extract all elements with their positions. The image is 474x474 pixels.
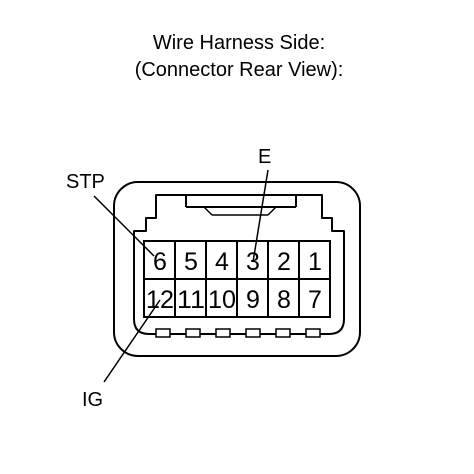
terminal-slot xyxy=(275,328,291,338)
pin-label: 8 xyxy=(277,286,291,314)
callout-label-e: E xyxy=(258,146,271,168)
terminal-slots xyxy=(155,328,321,338)
connector-housing-inner xyxy=(133,194,345,335)
pin-label: 7 xyxy=(308,286,322,314)
terminal-slot xyxy=(215,328,231,338)
pin-grid-lines xyxy=(144,241,330,317)
pin-label: 11 xyxy=(177,286,205,314)
pin-row-bottom: 12 11 10 9 8 7 xyxy=(146,286,322,314)
callout-label-stp: STP xyxy=(66,171,105,193)
pin-row-top: 6 5 4 3 2 1 xyxy=(153,248,322,276)
terminal-slot xyxy=(245,328,261,338)
callout-leader-ig xyxy=(103,299,161,383)
pin-label: 9 xyxy=(246,286,260,314)
pin-label: 4 xyxy=(215,248,229,276)
terminal-slot xyxy=(305,328,321,338)
callout-leader-stp xyxy=(93,195,155,257)
callout-leader-e xyxy=(252,169,269,263)
terminal-slot xyxy=(155,328,171,338)
pin-label: 6 xyxy=(153,248,167,276)
connector-latch xyxy=(185,195,297,216)
terminal-slot xyxy=(185,328,201,338)
connector-housing-outer xyxy=(113,181,361,357)
pin-label: 2 xyxy=(277,248,291,276)
diagram-title-line-2: (Connector Rear View): xyxy=(134,59,344,81)
pin-label: 10 xyxy=(208,286,236,314)
diagram-title-line-1: Wire Harness Side: xyxy=(152,32,326,54)
pin-label: 1 xyxy=(308,248,322,276)
pin-label: 5 xyxy=(184,248,198,276)
callout-label-ig: IG xyxy=(82,389,103,411)
